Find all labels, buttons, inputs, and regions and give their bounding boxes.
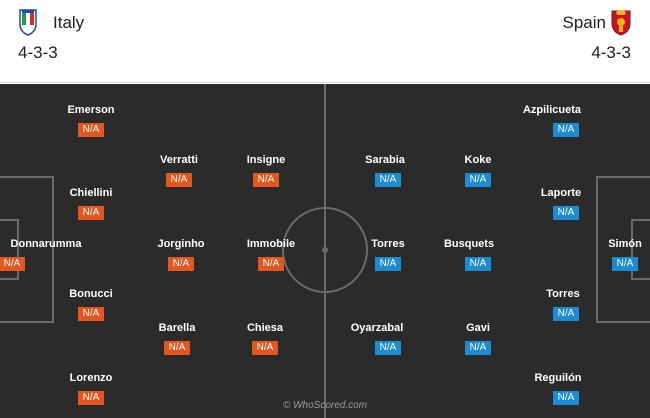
player-rating: N/A [78, 123, 104, 137]
player-name: Sarabia [365, 154, 405, 166]
player-name: Jorginho [157, 238, 205, 250]
player-verratti[interactable]: Verratti N/A [124, 154, 234, 187]
player-name: Laporte [540, 187, 582, 199]
player-rating: N/A [168, 257, 194, 271]
player-simon[interactable]: Simón N/A [570, 238, 650, 271]
player-reguilon[interactable]: Reguilón N/A [503, 372, 613, 405]
player-gavi[interactable]: Gavi N/A [423, 322, 533, 355]
player-torres-fwd[interactable]: Torres N/A [333, 238, 443, 271]
player-name: Emerson [67, 104, 115, 116]
player-name: Barella [158, 322, 196, 334]
player-rating: N/A [553, 206, 579, 220]
player-bonucci[interactable]: Bonucci N/A [36, 288, 146, 321]
player-oyarzabal[interactable]: Oyarzabal N/A [322, 322, 432, 355]
player-barella[interactable]: Barella N/A [122, 322, 232, 355]
player-rating: N/A [465, 257, 491, 271]
player-rating: N/A [553, 391, 579, 405]
player-rating: N/A [252, 341, 278, 355]
player-name: Oyarzabal [350, 322, 404, 334]
player-emerson[interactable]: Emerson N/A [36, 104, 146, 137]
player-rating: N/A [0, 257, 25, 271]
pitch: Emerson N/A Chiellini N/A Donnarumma N/A… [0, 84, 650, 418]
player-rating: N/A [164, 341, 190, 355]
player-rating: N/A [78, 307, 104, 321]
away-formation: 4-3-3 [591, 43, 631, 62]
player-rating: N/A [612, 257, 638, 271]
player-chiesa[interactable]: Chiesa N/A [210, 322, 320, 355]
player-rating: N/A [258, 257, 284, 271]
player-rating: N/A [78, 206, 104, 220]
player-rating: N/A [166, 173, 192, 187]
player-name: Koke [464, 154, 492, 166]
player-name: Busquets [443, 238, 495, 250]
player-rating: N/A [553, 123, 579, 137]
away-team-name[interactable]: Spain [562, 13, 606, 32]
player-chiellini[interactable]: Chiellini N/A [36, 187, 146, 220]
player-name: Gavi [466, 322, 490, 334]
player-rating: N/A [253, 173, 279, 187]
player-name: Chiesa [246, 322, 284, 334]
player-immobile[interactable]: Immobile N/A [216, 238, 326, 271]
player-rating: N/A [465, 173, 491, 187]
player-rating: N/A [375, 173, 401, 187]
player-koke[interactable]: Koke N/A [423, 154, 533, 187]
home-team-name[interactable]: Italy [53, 13, 85, 32]
match-header: Italy 4-3-3 Spain 4-3-3 [0, 0, 650, 83]
player-name: Insigne [246, 154, 286, 166]
player-name: Chiellini [69, 187, 113, 199]
player-torres-def[interactable]: Torres N/A [508, 288, 618, 321]
player-name: Verratti [160, 154, 198, 166]
pitch-lines [0, 84, 650, 418]
player-rating: N/A [375, 257, 401, 271]
player-name: Azpilicueta [522, 104, 582, 116]
player-name: Torres [546, 288, 580, 300]
player-insigne[interactable]: Insigne N/A [211, 154, 321, 187]
player-rating: N/A [553, 307, 579, 321]
player-name: Immobile [246, 238, 296, 250]
player-rating: N/A [78, 391, 104, 405]
spain-crest-icon [609, 8, 633, 41]
player-busquets[interactable]: Busquets N/A [414, 238, 524, 271]
player-jorginho[interactable]: Jorginho N/A [126, 238, 236, 271]
player-donnarumma[interactable]: Donnarumma N/A [0, 238, 101, 271]
home-formation: 4-3-3 [18, 43, 58, 62]
player-azpilicueta[interactable]: Azpilicueta N/A [497, 104, 607, 137]
player-name: Simón [608, 238, 642, 250]
player-rating: N/A [375, 341, 401, 355]
player-rating: N/A [465, 341, 491, 355]
player-sarabia[interactable]: Sarabia N/A [330, 154, 440, 187]
player-name: Bonucci [69, 288, 113, 300]
player-name: Donnarumma [10, 238, 82, 250]
italy-crest-icon [18, 8, 38, 41]
player-name: Reguilón [534, 372, 582, 384]
player-name: Lorenzo [69, 372, 113, 384]
watermark: © WhoScored.com [282, 400, 368, 411]
player-lorenzo[interactable]: Lorenzo N/A [36, 372, 146, 405]
player-laporte[interactable]: Laporte N/A [506, 187, 616, 220]
player-name: Torres [371, 238, 405, 250]
